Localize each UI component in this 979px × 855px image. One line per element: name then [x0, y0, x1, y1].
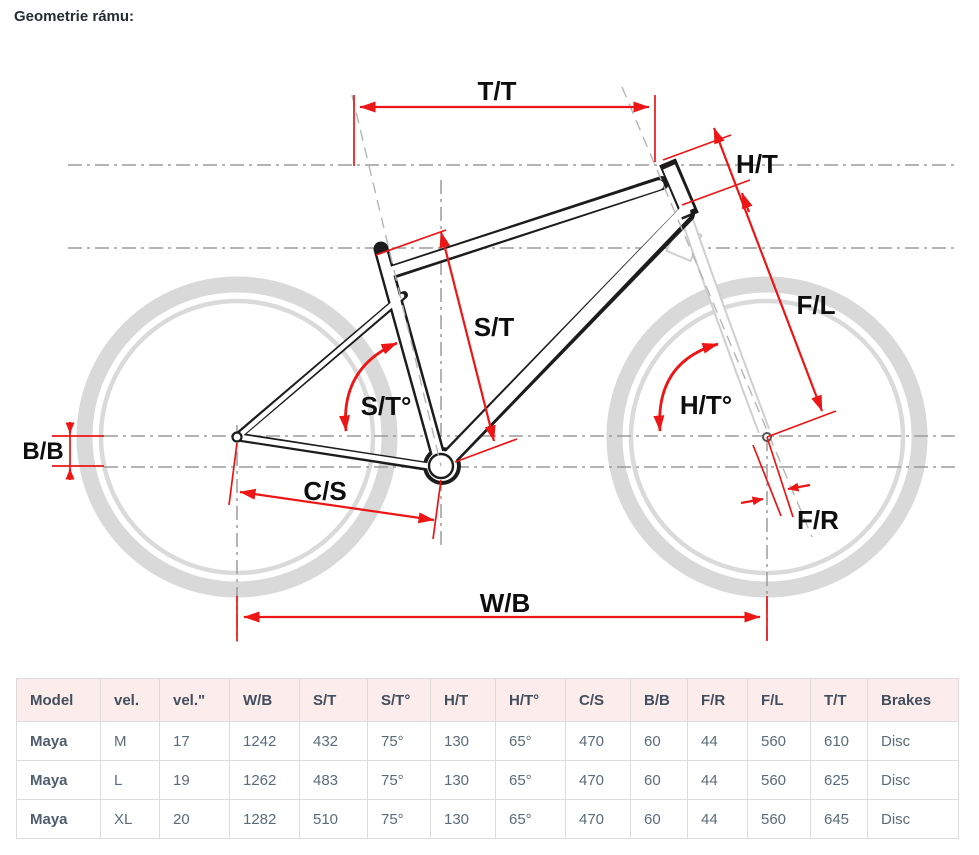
cell: 130	[430, 760, 496, 800]
cell: 560	[747, 799, 811, 839]
cell-model: Maya	[16, 760, 101, 800]
cell: 560	[747, 721, 811, 761]
cell: 470	[565, 760, 631, 800]
table-row: Maya XL 20 1282 510 75° 130 65° 470 60 4…	[16, 799, 959, 839]
cell-model: Maya	[16, 721, 101, 761]
dim-st-angle-arc	[339, 341, 398, 432]
cell: 65°	[495, 799, 566, 839]
dim-ht-fl-line	[712, 127, 824, 412]
cell: 20	[159, 799, 230, 839]
col-header-st: S/T	[299, 678, 368, 722]
cell: 470	[565, 799, 631, 839]
col-header-cs: C/S	[565, 678, 631, 722]
dim-label-st: S/T	[474, 312, 515, 342]
cell: L	[100, 760, 160, 800]
table-row: Maya L 19 1262 483 75° 130 65° 470 60 44…	[16, 760, 959, 800]
dim-label-ht-angle: H/T°	[680, 390, 732, 420]
dim-label-st-angle: S/T°	[361, 391, 412, 421]
col-header-ht: H/T	[430, 678, 496, 722]
col-header-fr: F/R	[687, 678, 748, 722]
rear-dropout	[231, 431, 243, 443]
page-title: Geometrie rámu:	[14, 8, 135, 25]
cell: XL	[100, 799, 160, 839]
cell: 44	[687, 760, 748, 800]
dim-label-bb: B/B	[22, 438, 63, 465]
dim-fr-arrow-right	[787, 482, 811, 492]
col-header-st-angle: S/T°	[367, 678, 431, 722]
cell: 17	[159, 721, 230, 761]
dim-label-fr: F/R	[797, 505, 839, 535]
dim-fl-upper-arrow	[740, 192, 753, 213]
cell: 75°	[367, 721, 431, 761]
col-header-tt: T/T	[810, 678, 868, 722]
dim-ht-angle-arc	[653, 342, 719, 432]
col-header-vel-inch: vel."	[159, 678, 230, 722]
dim-label-fl: F/L	[797, 290, 836, 320]
cell: M	[100, 721, 160, 761]
dim-label-cs: C/S	[303, 476, 346, 506]
cell: Disc	[867, 760, 959, 800]
cell: 560	[747, 760, 811, 800]
dim-st-line	[439, 231, 496, 442]
cell: 60	[630, 799, 688, 839]
col-header-brakes: Brakes	[867, 678, 959, 722]
cell: 19	[159, 760, 230, 800]
cell: 610	[810, 721, 868, 761]
cell: 60	[630, 760, 688, 800]
table-header-row: Model vel. vel." W/B S/T S/T° H/T H/T° C…	[16, 678, 959, 722]
dimension-lines	[52, 95, 837, 641]
col-header-ht-angle: H/T°	[495, 678, 566, 722]
cell: 1282	[229, 799, 300, 839]
cell: 645	[810, 799, 868, 839]
geometry-table: Model vel. vel." W/B S/T S/T° H/T H/T° C…	[16, 678, 959, 839]
cell: 75°	[367, 760, 431, 800]
cell: 470	[565, 721, 631, 761]
dim-label-tt: T/T	[478, 76, 517, 106]
frame-geometry-diagram: T/T H/T F/L S/T S/T° H/T° C/S B/B F/R W/…	[22, 76, 956, 642]
cell: 44	[687, 721, 748, 761]
cell: 483	[299, 760, 368, 800]
col-header-bb: B/B	[630, 678, 688, 722]
cell: 130	[430, 721, 496, 761]
dim-label-wb: W/B	[480, 588, 531, 618]
col-header-wb: W/B	[229, 678, 300, 722]
dim-fr-arrow-left	[740, 496, 764, 506]
col-header-model: Model	[16, 678, 101, 722]
dim-cs-line	[239, 488, 435, 524]
cell: 75°	[367, 799, 431, 839]
cell: 510	[299, 799, 368, 839]
col-header-vel: vel.	[100, 678, 160, 722]
col-header-fl: F/L	[747, 678, 811, 722]
cell: 130	[430, 799, 496, 839]
cell: 65°	[495, 721, 566, 761]
cell: 65°	[495, 760, 566, 800]
cell: 60	[630, 721, 688, 761]
cell: Disc	[867, 721, 959, 761]
cell: 44	[687, 799, 748, 839]
cell: 625	[810, 760, 868, 800]
cell: Disc	[867, 799, 959, 839]
cell: 1262	[229, 760, 300, 800]
cell: 1242	[229, 721, 300, 761]
bike-frame	[231, 158, 699, 485]
dim-label-ht: H/T	[736, 149, 778, 179]
table-row: Maya M 17 1242 432 75° 130 65° 470 60 44…	[16, 721, 959, 761]
cell-model: Maya	[16, 799, 101, 839]
cell: 432	[299, 721, 368, 761]
